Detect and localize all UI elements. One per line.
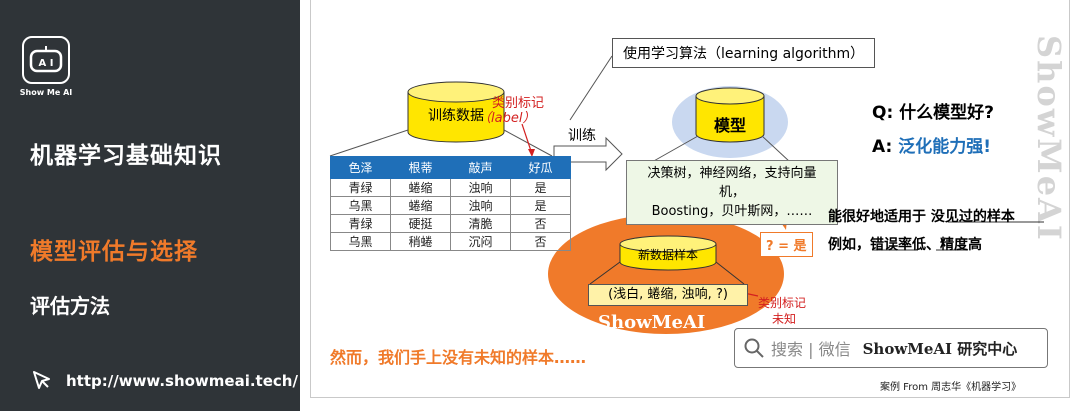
search-brand: ShowMeAI 研究中心 — [862, 339, 1018, 358]
section-title: 机器学习基础知识 — [30, 143, 222, 169]
training-data-table: 色泽根蒂敲声好瓜 青绿蜷缩浊响是乌黑蜷缩浊响是青绿硬挺清脆否乌黑稍蜷沉闷否 — [330, 156, 571, 251]
logo-icon-text: A I — [39, 58, 54, 69]
table-cell: 浊响 — [450, 196, 511, 215]
vertical-watermark: ShowMeAI — [1030, 35, 1068, 242]
answer-prefix: A: — [872, 137, 899, 157]
table-cell: 是 — [510, 196, 571, 215]
table-header-cell: 敲声 — [450, 156, 511, 179]
table-cell: 是 — [510, 178, 571, 197]
table-cell: 蜷缩 — [390, 178, 451, 197]
table-cell: 否 — [510, 214, 571, 233]
new-sample-cylinder — [619, 235, 717, 271]
table-cell: 乌黑 — [330, 232, 391, 251]
bottom-note: 然而，我们手上没有未知的样本…… — [330, 348, 587, 367]
model-cylinder — [695, 87, 765, 143]
question-text: Q: 什么模型好? — [872, 103, 995, 123]
description-line1: 能很好地适用于 没见过的样本 — [828, 209, 1015, 225]
showmeai-watermark: ShowMeAI — [598, 312, 706, 333]
logo-text: Show Me AI — [19, 88, 73, 97]
cursor-icon — [30, 369, 54, 397]
table-row: 青绿硬挺清脆否 — [330, 214, 571, 233]
table-cell: 青绿 — [330, 214, 391, 233]
answer-text: A: 泛化能力强! — [872, 132, 991, 157]
sidebar: A I Show Me AI 机器学习基础知识 模型评估与选择 评估方法 htt… — [0, 0, 300, 411]
unknown-label-line1: 类别标记 — [758, 296, 807, 310]
table-row: 乌黑蜷缩浊响是 — [330, 196, 571, 215]
new-sample-label: 新数据样本 — [637, 248, 698, 262]
table-header-cell: 根蒂 — [390, 156, 451, 179]
table-cell: 浊响 — [450, 178, 511, 197]
table-cell: 清脆 — [450, 214, 511, 233]
search-placeholder: 搜索 | 微信 — [771, 340, 851, 359]
table-cell: 否 — [510, 232, 571, 251]
search-box[interactable]: 搜索 | 微信 ShowMeAI 研究中心 — [734, 328, 1048, 368]
model-list-box: 决策树，神经网络，支持向量机， Boosting，贝叶斯网，…… — [626, 160, 838, 225]
showmeai-logo[interactable]: A I — [22, 36, 70, 84]
table-cell: 蜷缩 — [390, 196, 451, 215]
train-label: 训练 — [568, 128, 596, 144]
table-cell: 稍蜷 — [390, 232, 451, 251]
result-box: ? = 是 — [760, 232, 813, 257]
table-row: 青绿蜷缩浊响是 — [330, 178, 571, 197]
model-list-line2: Boosting，贝叶斯网，…… — [651, 204, 813, 219]
topic-title: 模型评估与选择 — [30, 239, 198, 265]
table-cell: 沉闷 — [450, 232, 511, 251]
search-icon — [744, 338, 764, 358]
robot-icon: A I — [29, 46, 63, 73]
table-header-cell: 好瓜 — [510, 156, 571, 179]
class-label-annotation-en: （label） — [478, 111, 536, 126]
content-frame — [310, 0, 1070, 398]
answer-highlight: 泛化能力强! — [898, 137, 991, 157]
model-list-line1: 决策树，神经网络，支持向量机， — [647, 166, 817, 200]
table-cell: 青绿 — [330, 178, 391, 197]
description-line2: 例如，错误率低、精度高 — [828, 237, 982, 253]
algorithm-box: 使用学习算法（learning algorithm） — [612, 38, 876, 68]
table-row: 乌黑稍蜷沉闷否 — [330, 232, 571, 251]
table-cell: 硬挺 — [390, 214, 451, 233]
table-cell: 乌黑 — [330, 196, 391, 215]
table-header-cell: 色泽 — [330, 156, 391, 179]
unknown-label-line2: 未知 — [772, 312, 797, 326]
subtopic-title: 评估方法 — [30, 294, 110, 318]
source-note: 案例 From 周志华《机器学习》 — [880, 382, 1022, 393]
class-label-annotation: 类别标记 — [492, 96, 545, 111]
website-link[interactable]: http://www.showmeai.tech/ — [66, 372, 298, 390]
training-data-cylinder — [407, 81, 505, 143]
new-sample-value: (浅白, 蜷缩, 浊响, ?) — [588, 284, 748, 306]
training-data-label: 训练数据 — [428, 108, 484, 124]
model-label: 模型 — [713, 116, 746, 135]
